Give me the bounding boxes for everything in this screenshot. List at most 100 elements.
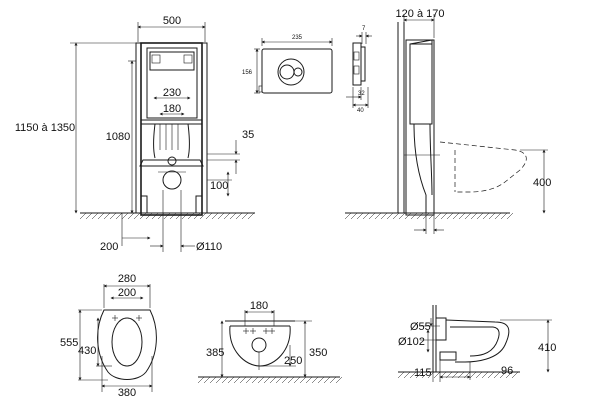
hatch-line xyxy=(482,212,490,220)
hatch-line xyxy=(505,371,513,379)
hatch-line xyxy=(263,376,271,384)
dim-bowl-front-height: 385 xyxy=(206,347,224,359)
hatch-line xyxy=(227,376,235,384)
dim-side-100: 100 xyxy=(210,180,228,192)
hatch-line xyxy=(193,212,201,220)
hatch-line xyxy=(440,212,448,220)
bowl-side-outline xyxy=(445,319,510,363)
hatch-line xyxy=(434,212,442,220)
dim-bowl-side-410: 410 xyxy=(538,342,556,354)
bowl-top-seat xyxy=(111,317,143,367)
hatch-line xyxy=(415,371,423,379)
hatch-line xyxy=(410,212,418,220)
hatch-line xyxy=(469,371,477,379)
bowl-outline-dashed xyxy=(439,141,527,193)
bowl-top-view: 280 200 555 430 380 xyxy=(60,273,157,399)
dim-bowl-top-200: 200 xyxy=(118,287,136,299)
hatch-line xyxy=(145,212,153,220)
hatch-line xyxy=(109,212,117,220)
floor-hatch-front xyxy=(79,212,255,220)
hatch-line xyxy=(247,212,255,220)
dim-bowl-front-depth: 250 xyxy=(284,355,302,367)
frame-left-post xyxy=(135,42,142,214)
hatch-line xyxy=(323,376,331,384)
hatch-line xyxy=(229,212,237,220)
side-frame xyxy=(405,39,435,216)
dim-bowl-inner: 430 xyxy=(78,345,96,357)
drain-outlet xyxy=(162,170,182,190)
hatch-line xyxy=(245,376,253,384)
dim-side-height-400: 400 xyxy=(533,177,551,189)
hatch-line xyxy=(421,371,429,379)
dim-bowl-width: 380 xyxy=(118,387,136,399)
dim-inner-230: 230 xyxy=(163,87,181,99)
hatch-line xyxy=(257,376,265,384)
bowl-bracket xyxy=(139,159,204,167)
hatch-line xyxy=(416,212,424,220)
hatch-line xyxy=(211,212,219,220)
hatch-line xyxy=(91,212,99,220)
dim-bowl-side-115: 115 xyxy=(414,367,432,379)
hatch-line xyxy=(215,376,223,384)
hatch-line xyxy=(487,371,495,379)
hatch-line xyxy=(398,212,406,220)
hatch-line xyxy=(121,212,129,220)
hatch-line xyxy=(233,376,241,384)
hatch-line xyxy=(311,376,319,384)
dim-plate-depth-32: 32 xyxy=(358,91,365,97)
water-inlet xyxy=(167,156,177,166)
hatch-line xyxy=(494,212,502,220)
hatch-line xyxy=(281,376,289,384)
flush-plate-section: 7 32 40 xyxy=(346,26,372,114)
dim-bowl-front-350: 350 xyxy=(309,347,327,359)
dim-plate-depth-40: 40 xyxy=(357,108,364,114)
hatch-line xyxy=(374,212,382,220)
hatch-line xyxy=(350,212,358,220)
hatch-line xyxy=(470,212,478,220)
hatch-line xyxy=(163,212,171,220)
hatch-line xyxy=(499,371,507,379)
hatch-line xyxy=(299,376,307,384)
hatch-line xyxy=(317,376,325,384)
dim-plate-depth-7: 7 xyxy=(362,26,366,32)
hatch-line xyxy=(506,212,514,220)
hatch-line xyxy=(475,371,483,379)
hatch-line xyxy=(293,376,301,384)
hatch-line xyxy=(287,376,295,384)
dim-depth-range: 120 à 170 xyxy=(396,8,445,20)
hatch-line xyxy=(344,212,352,220)
hatch-line xyxy=(458,212,466,220)
dim-frame-width: 500 xyxy=(163,15,181,27)
bowl-front-view: 180 385 250 350 xyxy=(197,300,343,384)
hatch-line xyxy=(275,376,283,384)
hatch-line xyxy=(187,212,195,220)
hatch-line xyxy=(511,371,519,379)
frame-right-post xyxy=(201,42,208,214)
hatch-line xyxy=(305,376,313,384)
hatch-line xyxy=(133,212,141,220)
hatch-line xyxy=(139,212,147,220)
hatch-line xyxy=(476,212,484,220)
hatch-line xyxy=(97,212,105,220)
flush-button-large xyxy=(279,64,295,80)
bowl-top-outline xyxy=(97,309,157,380)
hatch-line xyxy=(223,212,231,220)
hatch-line xyxy=(386,212,394,220)
dim-bowl-side-d55: Ø55 xyxy=(410,321,431,333)
hatch-line xyxy=(103,212,111,220)
dim-plate-height: 156 xyxy=(242,70,253,76)
flush-plate-view: 235 156 7 32 40 xyxy=(242,26,372,114)
dim-pipe-diameter: Ø110 xyxy=(196,241,222,253)
dim-side-35: 35 xyxy=(242,129,254,141)
hatch-line xyxy=(481,371,489,379)
hatch-line xyxy=(362,212,370,220)
hatch-line xyxy=(217,212,225,220)
hatch-line xyxy=(181,212,189,220)
hatch-line xyxy=(368,212,376,220)
hatch-line xyxy=(392,212,400,220)
hatch-line xyxy=(79,212,87,220)
hatch-line xyxy=(205,212,213,220)
dim-bowl-side-d102: Ø102 xyxy=(398,336,425,348)
hatch-line xyxy=(85,212,93,220)
